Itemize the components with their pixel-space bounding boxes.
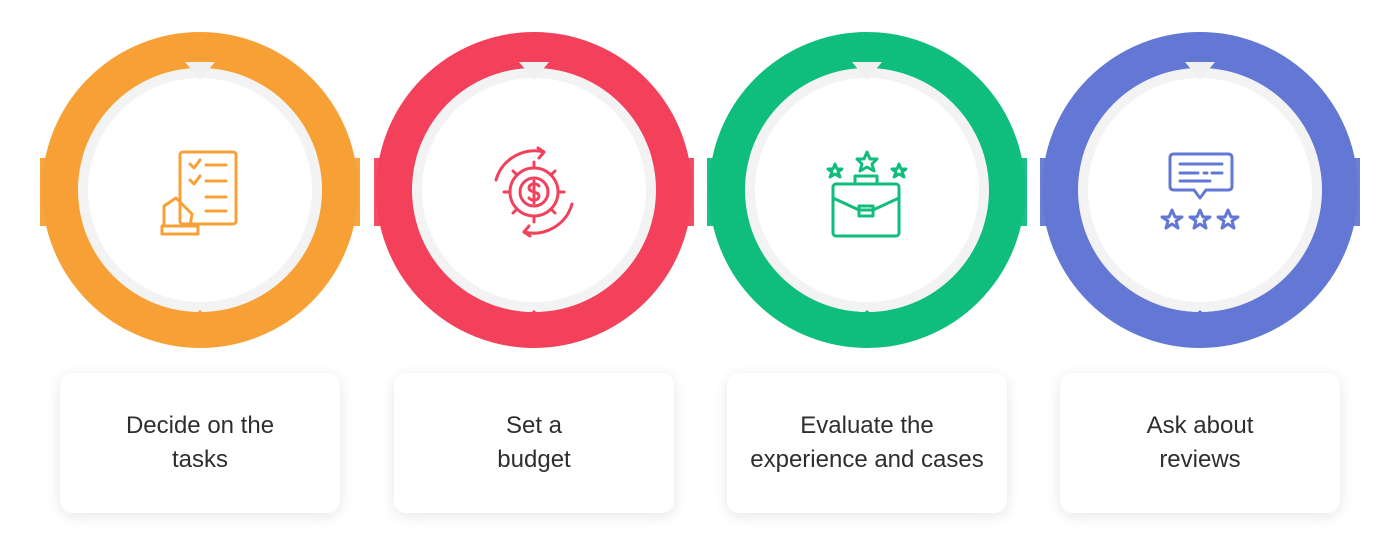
step-label: Decide on the tasks	[125, 412, 275, 473]
step-set-budget: Set a budget	[374, 0, 694, 558]
step-label: Evaluate the experience and cases	[750, 412, 984, 473]
checklist-hand-icon	[160, 150, 238, 236]
step-ring	[40, 32, 360, 348]
step-card: Set a budget	[394, 373, 674, 513]
dollar-gear-icon	[494, 146, 574, 238]
step-label: Ask about reviews	[1146, 412, 1254, 473]
step-ring	[1040, 32, 1360, 348]
step-decide-tasks: Decide on the tasks	[40, 0, 360, 558]
step-evaluate-experience: Evaluate the experience and cases	[707, 0, 1027, 558]
step-label: Set a budget	[497, 412, 571, 473]
step-ask-reviews: Ask about reviews	[1040, 0, 1360, 558]
review-stars-icon	[1160, 152, 1240, 230]
step-card: Ask about reviews	[1060, 373, 1340, 513]
step-card: Decide on the tasks	[60, 373, 340, 513]
briefcase-stars-icon	[826, 150, 908, 238]
step-ring	[707, 32, 1027, 348]
step-card: Evaluate the experience and cases	[727, 373, 1007, 513]
step-ring	[374, 32, 694, 348]
